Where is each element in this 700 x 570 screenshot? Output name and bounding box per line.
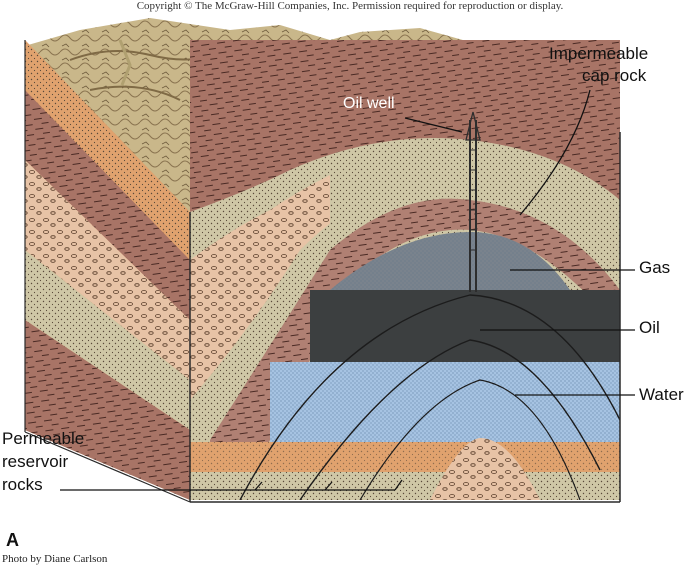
panel-letter: A [6,530,19,550]
label-cap-rock-line1: Impermeable [549,44,649,63]
label-oil: Oil [639,318,660,337]
block-outline [24,40,621,503]
label-cap-rock-line2: cap rock [582,66,647,85]
photo-credit: Photo by Diane Carlson [2,553,108,565]
label-reservoir-line1: Permeable [2,429,85,448]
label-oil-well: Oil well [343,95,395,112]
label-gas: Gas [639,258,671,277]
copyright-notice: Copyright © The McGraw-Hill Companies, I… [136,0,564,12]
label-reservoir-line2: reservoir [2,452,69,471]
oil-well-derrick [465,111,481,292]
front-face [190,40,620,500]
label-reservoir-line3: rocks [2,475,43,494]
side-face [25,40,190,500]
leader-lines [60,89,635,491]
label-water: Water [639,385,684,404]
